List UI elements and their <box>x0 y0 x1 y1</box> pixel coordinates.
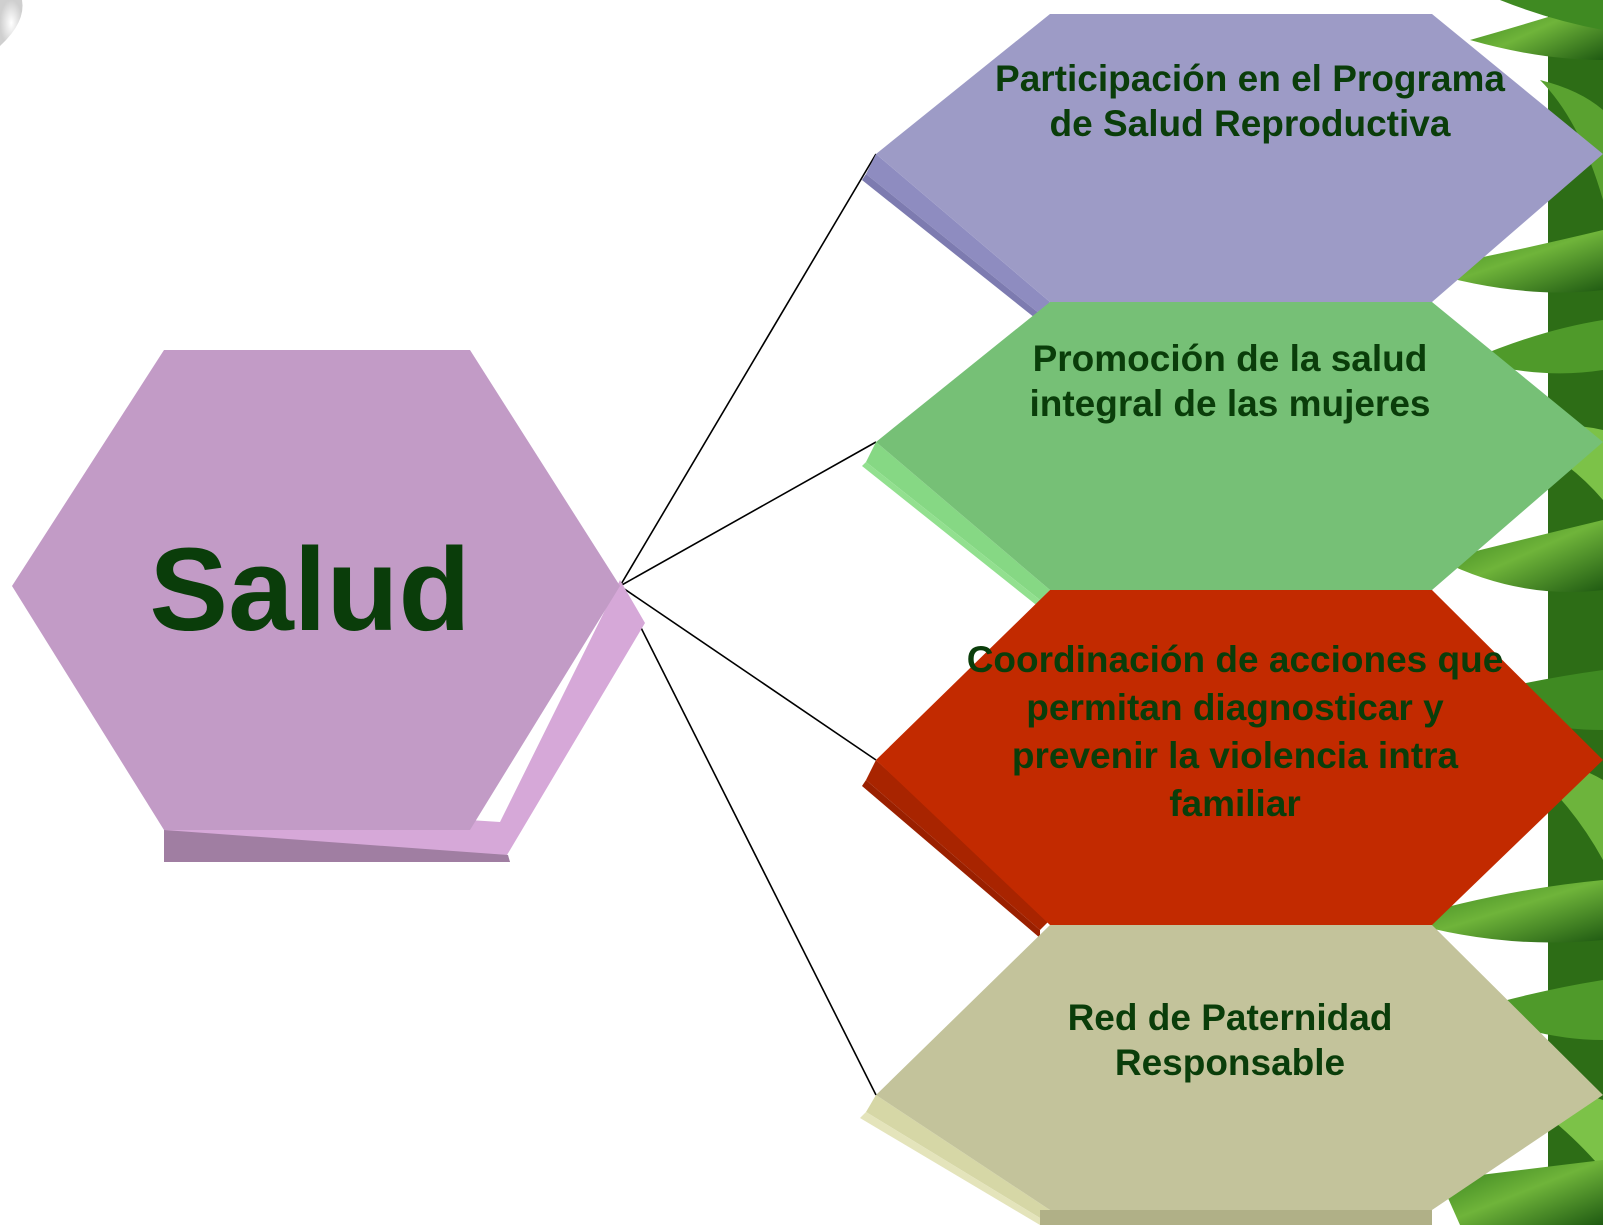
central-hexagon-label: Salud <box>149 524 471 656</box>
connector-line-0 <box>619 153 877 587</box>
hexagon-node-0 <box>862 14 1603 322</box>
hexagon-node-1 <box>862 302 1603 608</box>
connector-line-1 <box>619 441 877 587</box>
connector-line-3 <box>619 585 877 1096</box>
corner-decoration <box>0 0 23 46</box>
central-hexagon <box>12 350 645 862</box>
connector-lines <box>619 153 877 1096</box>
hexagon-node-2 <box>862 590 1603 938</box>
hexagon-node-1-label: Promoción de la salud integral de las mu… <box>1029 338 1431 425</box>
hexagon-node-3-label: Red de Paternidad Responsable <box>1067 997 1393 1084</box>
hexagon-node-2-label: Coordinación de acciones que permitan di… <box>966 639 1504 825</box>
hexagon-node-3 <box>860 925 1603 1225</box>
hexagon-node-0-label: Participación en el Programa de Salud Re… <box>995 58 1505 145</box>
connector-line-2 <box>619 585 877 761</box>
